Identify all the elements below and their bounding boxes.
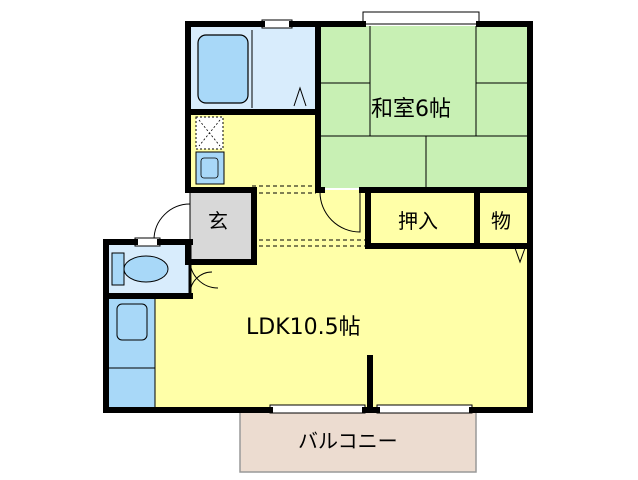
toilet-tank [111,252,125,286]
toilet-window [134,237,161,247]
bathtub [197,34,249,104]
toilet-bowl-icon [123,255,169,283]
bath-door-mark [293,86,307,107]
mono-floor [478,192,528,244]
oshiire-floor [370,192,476,244]
label-washitsu: 和室6帖 [371,97,451,122]
ldk-window-2 [376,404,473,414]
washitsu-floor [320,26,528,188]
label-balcony: バルコニー [298,429,398,453]
tatami-lines [320,26,528,188]
label-oshiire: 押入 [398,209,438,233]
label-genkan: 玄 [208,209,228,233]
dashed-openings [252,185,370,247]
stove-cross-b [198,119,221,147]
kitchen-sink-basin [200,157,219,179]
ldk-window-1 [269,404,366,414]
wash-basin-icon [116,303,148,341]
entrance-door-swing [153,203,191,241]
washitsu-window [362,11,480,25]
label-mono: 物 [491,209,511,233]
washitsu-door-swing [319,191,361,233]
balcony-area [239,409,477,473]
mono-door-mark [514,247,526,264]
bath-window [261,19,293,29]
corridor-floor [250,190,370,248]
ldk-floor [155,246,528,409]
label-ldk: LDK10.5帖 [246,315,361,340]
walls [103,21,533,413]
